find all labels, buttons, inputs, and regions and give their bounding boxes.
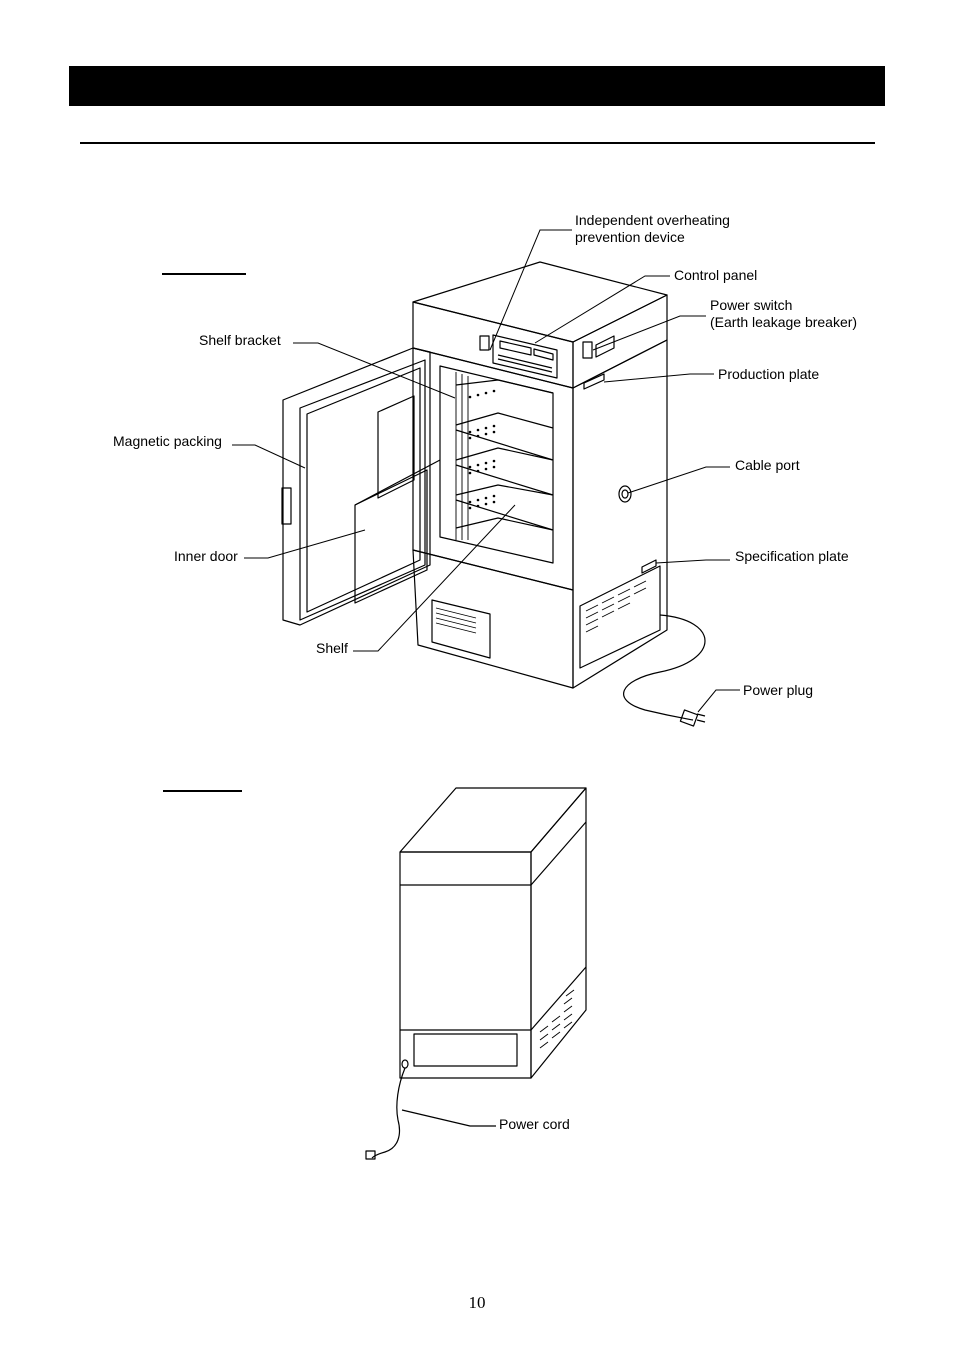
leader-shelf	[353, 504, 516, 652]
shelves	[455, 379, 554, 531]
rear-face	[399, 851, 532, 1079]
inner-door-panel	[354, 469, 428, 604]
section-rule	[80, 142, 875, 144]
label-power-switch-line1: Power switch	[710, 297, 793, 313]
leader-overheat	[489, 229, 572, 351]
rear-side	[530, 787, 587, 1079]
leader-control-panel	[534, 275, 670, 344]
leader-power-switch	[592, 315, 706, 351]
leader-cable-port	[627, 466, 730, 494]
label-production-plate: Production plate	[718, 366, 820, 382]
front-view-underline	[162, 273, 246, 275]
label-inner-door: Inner door	[174, 548, 238, 564]
lower-front	[412, 549, 574, 689]
leader-power-plug	[697, 689, 740, 713]
leader-inner-door	[244, 529, 366, 559]
label-shelf: Shelf	[316, 640, 348, 656]
label-power-switch-line2: (Earth leakage breaker)	[710, 314, 858, 330]
rear-plug-icon	[365, 1150, 376, 1160]
label-power-cord: Power cord	[499, 1116, 570, 1132]
rear-power-cord	[371, 1067, 406, 1159]
label-control-panel: Control panel	[674, 267, 758, 283]
label-shelf-bracket: Shelf bracket	[199, 332, 281, 348]
open-door	[282, 347, 431, 626]
power-plug-icon	[679, 709, 699, 727]
label-overheat-line1: Independent overheating	[575, 212, 730, 228]
label-specification-plate: Specification plate	[735, 548, 849, 564]
power-cord	[623, 614, 706, 721]
label-power-plug: Power plug	[743, 682, 814, 698]
leader-production-plate	[603, 373, 714, 383]
label-overheat-line2: prevention device	[575, 229, 685, 245]
label-cable-port: Cable port	[735, 457, 800, 473]
section-header-bar	[69, 66, 885, 106]
leader-specification-plate	[655, 559, 730, 564]
control-panel-frame	[492, 334, 558, 379]
leader-power-cord	[401, 1109, 496, 1127]
door-handle	[281, 487, 292, 525]
cable-port-icon	[618, 485, 632, 503]
leader-shelf-bracket	[293, 342, 456, 399]
rear-view-underline	[163, 790, 242, 792]
label-magnetic-packing: Magnetic packing	[113, 433, 222, 449]
page-number: 10	[468, 1293, 486, 1312]
leader-magnetic-packing	[232, 444, 306, 469]
